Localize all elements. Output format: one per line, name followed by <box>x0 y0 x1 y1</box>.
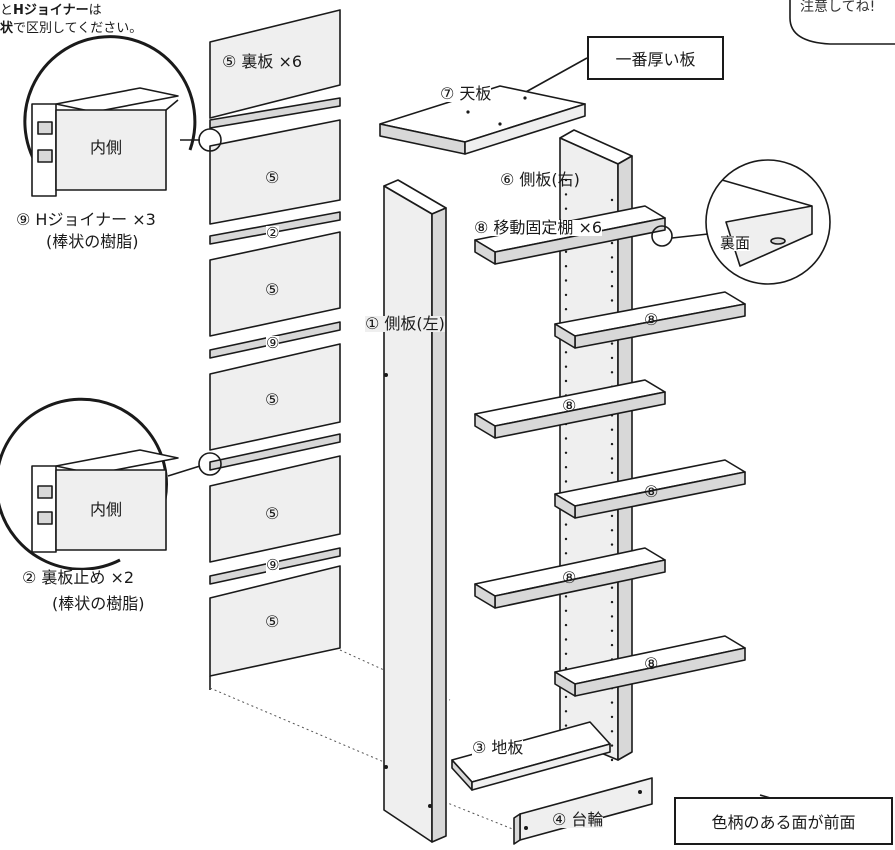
label-right-side: ⑥ 側板(右) <box>500 170 580 189</box>
pin-hole <box>564 695 568 699</box>
inset-stopper-name: ② 裏板止め ×2 <box>22 568 135 587</box>
label-back-panel: ⑤ 裏板 ×6 <box>222 52 303 71</box>
pin-hole <box>564 379 568 383</box>
pin-hole <box>610 356 614 360</box>
intro-note-text: と <box>0 3 14 18</box>
speech-bubble <box>789 0 895 45</box>
right-side-panel <box>559 129 633 762</box>
marker-joiner: ⑨ <box>266 334 280 352</box>
marker-stopper: ② <box>266 224 280 242</box>
pin-hole <box>564 609 568 612</box>
bottom-board <box>451 721 611 791</box>
pin-hole <box>564 451 568 454</box>
pin-hole <box>610 371 614 374</box>
marker-shelf: ⑧ <box>644 310 659 329</box>
marker-shelf: ⑧ <box>562 568 577 587</box>
pin-hole <box>564 710 568 713</box>
marker-back-panel: ⑤ <box>265 280 280 299</box>
marker-back-panel: ⑤ <box>265 390 280 409</box>
pin-hole <box>564 250 568 253</box>
inset-joiner-inner-label: 内側 <box>90 138 123 157</box>
pin-hole <box>610 529 614 532</box>
inset-shelf-underside <box>651 159 831 285</box>
speech-bubble-text: 注意してね! <box>800 0 876 15</box>
pin-hole <box>564 552 568 555</box>
pin-hole <box>610 457 614 460</box>
label-left-side: ① 側板(左) <box>365 314 445 333</box>
pin-hole <box>564 308 568 311</box>
pin-hole <box>564 480 568 483</box>
pin-hole <box>564 207 568 210</box>
pin-hole <box>564 595 568 598</box>
marker-back-panel: ⑤ <box>265 168 280 187</box>
pin-hole <box>564 724 568 727</box>
pin-hole <box>610 198 614 202</box>
inset-joiner-sub: (棒状の樹脂) <box>46 232 139 251</box>
intro-note: とHジョイナーは 状で区別してください。 <box>0 2 142 37</box>
pin-hole <box>564 523 568 526</box>
pin-hole <box>564 293 568 297</box>
marker-joiner: ⑨ <box>266 556 280 574</box>
pin-hole <box>564 265 568 268</box>
pin-hole <box>610 256 614 259</box>
pin-hole <box>610 442 614 446</box>
pin-hole <box>610 428 614 431</box>
pin-hole <box>610 514 614 518</box>
pin-hole <box>564 623 568 627</box>
marker-back-panel: ⑤ <box>265 612 280 631</box>
intro-note-bold: 状 <box>0 20 14 36</box>
shelf-pin-holes <box>564 178 614 762</box>
pin-hole <box>564 365 568 368</box>
intro-note-text: は <box>88 3 102 18</box>
pin-hole <box>564 437 568 440</box>
marker-shelf: ⑧ <box>562 396 577 415</box>
marker-back-panel: ⑤ <box>265 504 280 523</box>
pin-hole <box>564 351 568 354</box>
pin-hole <box>564 537 568 541</box>
pin-hole <box>610 543 614 546</box>
pin-hole <box>610 471 614 474</box>
pin-hole <box>610 600 614 604</box>
callout-thickest-board: 一番厚い板 <box>587 36 724 80</box>
pin-hole <box>610 643 614 647</box>
pin-hole <box>610 270 614 273</box>
inset-shelf-label: 裏面 <box>720 234 751 252</box>
pin-hole <box>564 193 568 196</box>
pin-hole <box>610 342 614 345</box>
pin-hole <box>564 638 568 641</box>
inset-back-panel-stopper <box>0 397 222 571</box>
pin-hole <box>564 652 568 655</box>
pin-hole <box>610 758 614 762</box>
intro-note-text: で区別してください。 <box>13 20 143 36</box>
pin-hole <box>610 730 614 733</box>
label-bottom-board: ③ 地板 <box>472 738 524 757</box>
top-board <box>379 85 586 155</box>
label-top-board: ⑦ 天板 <box>440 84 492 103</box>
intro-note-bold: Hジョイナー <box>13 3 89 18</box>
callout-colored-face-front: 色柄のある面が前面 <box>674 797 893 845</box>
pin-hole <box>564 279 568 282</box>
pin-hole <box>610 715 614 719</box>
label-base: ④ 台輪 <box>552 810 604 829</box>
marker-shelf: ⑧ <box>644 654 659 673</box>
pin-hole <box>610 285 614 288</box>
pin-hole <box>610 701 614 704</box>
pin-hole <box>610 241 614 245</box>
inset-stopper-inner-label: 内側 <box>90 500 123 519</box>
pin-hole <box>610 299 614 302</box>
label-shelves: ⑧ 移動固定棚 ×6 <box>474 218 603 237</box>
pin-hole <box>564 466 568 469</box>
marker-shelf: ⑧ <box>644 482 659 501</box>
pin-hole <box>610 629 614 632</box>
pin-hole <box>610 744 614 747</box>
pin-hole <box>610 586 614 589</box>
pin-hole <box>564 178 568 182</box>
inset-h-joiner <box>23 35 222 197</box>
inset-joiner-name: ⑨ Hジョイナー ×3 <box>16 210 156 229</box>
pin-hole <box>610 615 614 618</box>
inset-stopper-sub: (棒状の樹脂) <box>52 594 145 613</box>
left-side-panel <box>383 179 447 843</box>
